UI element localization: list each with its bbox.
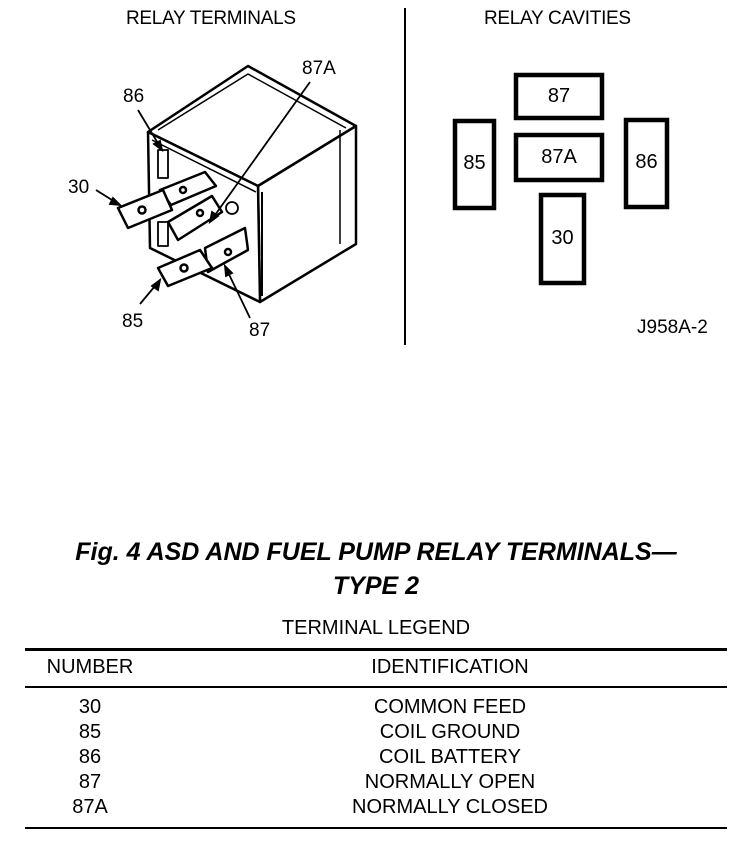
terminal-label-87a: 87A bbox=[302, 58, 336, 79]
cavity-label-87a: 87A bbox=[541, 146, 577, 168]
terminal-label-87: 87 bbox=[249, 320, 271, 341]
terminal-blades bbox=[116, 149, 250, 288]
legend-top-rule bbox=[25, 648, 727, 651]
terminal-label-30: 30 bbox=[68, 177, 90, 198]
cavity-label-30: 30 bbox=[551, 227, 574, 249]
legend-header-rule bbox=[25, 686, 727, 688]
cavity-label-86: 86 bbox=[635, 151, 658, 173]
cavity-label-85: 85 bbox=[463, 152, 486, 174]
row-number: 30 bbox=[78, 696, 102, 718]
legend-bottom-rule bbox=[25, 827, 727, 829]
caption-line-2: TYPE 2 bbox=[332, 572, 420, 600]
legend-header-number: NUMBER bbox=[46, 656, 134, 678]
row-number: 87 bbox=[78, 771, 102, 793]
row-identification: NORMALLY CLOSED bbox=[352, 796, 548, 818]
row-number: 87A bbox=[72, 796, 108, 818]
figure-id: J958A-2 bbox=[637, 317, 708, 338]
terminal-label-86: 86 bbox=[123, 86, 145, 107]
row-identification: COIL GROUND bbox=[379, 721, 521, 743]
row-identification: NORMALLY OPEN bbox=[364, 771, 536, 793]
row-identification: COMMON FEED bbox=[373, 696, 527, 718]
leader-lines bbox=[95, 81, 311, 319]
caption-line-1: Fig. 4 ASD AND FUEL PUMP RELAY TERMINALS… bbox=[75, 538, 677, 566]
cavity-label-87: 87 bbox=[547, 85, 571, 107]
relay-cavities-header: RELAY CAVITIES bbox=[484, 8, 631, 29]
row-number: 86 bbox=[78, 746, 102, 768]
relay-diagram bbox=[95, 8, 670, 345]
relay-terminals-header: RELAY TERMINALS bbox=[126, 8, 296, 29]
legend-title: TERMINAL LEGEND bbox=[281, 617, 471, 639]
row-identification: COIL BATTERY bbox=[379, 746, 521, 768]
row-number: 85 bbox=[78, 721, 102, 743]
legend-header-identification: IDENTIFICATION bbox=[371, 656, 529, 678]
cavity-boxes bbox=[452, 72, 670, 286]
terminal-label-85: 85 bbox=[122, 311, 144, 332]
